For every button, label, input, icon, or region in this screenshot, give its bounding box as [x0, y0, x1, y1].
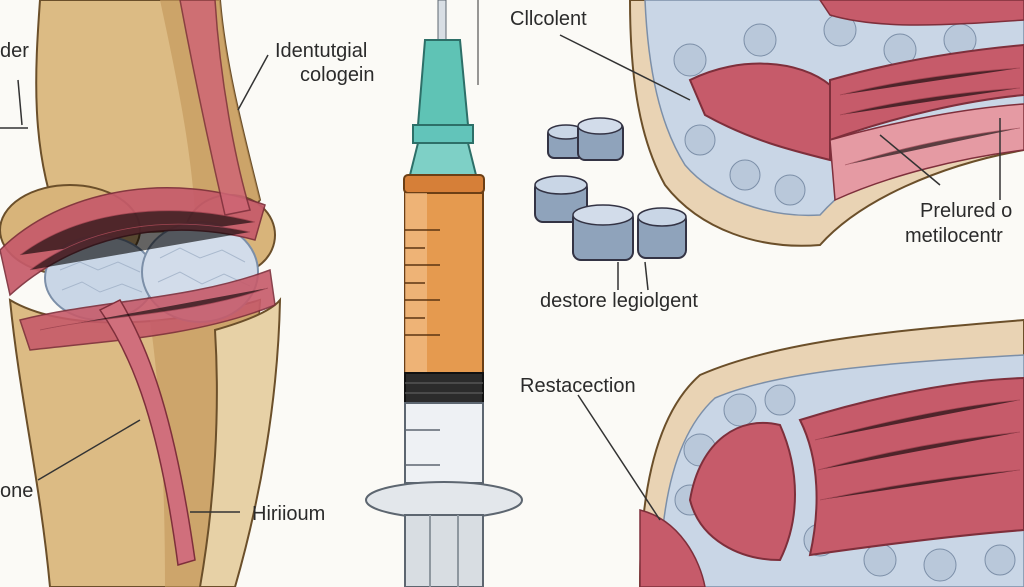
- tissue-cross-section-lower: [577, 318, 1024, 587]
- label-ligament-line1: Identutgial: [275, 40, 368, 62]
- muscle-bundle-lower: [688, 421, 796, 562]
- label-ligament-line2: cologein: [300, 64, 375, 86]
- syringe-graduations: [405, 229, 440, 336]
- tissue-cross-section-upper: [559, 0, 1024, 247]
- muscle-fibers: [19, 210, 269, 331]
- pellet: [637, 207, 687, 259]
- label-left-top: der: [0, 40, 29, 62]
- plunger-rod: [404, 514, 484, 587]
- syringe: [365, 0, 523, 587]
- syringe-needle: [437, 0, 447, 41]
- label-lower-center: Restacection: [520, 375, 636, 397]
- label-bottom-left: Hiriioum: [252, 503, 326, 525]
- plunger-seal: [404, 372, 484, 404]
- pellet: [572, 204, 634, 261]
- ligament-diagonal: [98, 299, 196, 566]
- cartilage-pellets: [534, 117, 687, 291]
- label-left-bottom: one: [0, 480, 34, 502]
- pellet: [577, 117, 624, 161]
- needle-hub: [416, 39, 470, 126]
- muscle-band-lower-right: [798, 376, 1024, 557]
- tendon-upper: [179, 0, 251, 216]
- cartilage-texture: [59, 247, 251, 293]
- label-right-line1: Prelured o: [920, 200, 1013, 222]
- label-middle-center: destore legiolgent: [540, 290, 698, 312]
- syringe-flange: [365, 481, 523, 519]
- syringe-barrel-clear: [404, 402, 484, 484]
- knee-joint: [0, 0, 282, 587]
- muscle-band-upper-right: [829, 43, 1024, 142]
- label-right-line2: metilocentr: [905, 225, 1003, 247]
- label-top-center: Cllcolent: [510, 8, 587, 30]
- ligament-band-lower: [19, 268, 276, 351]
